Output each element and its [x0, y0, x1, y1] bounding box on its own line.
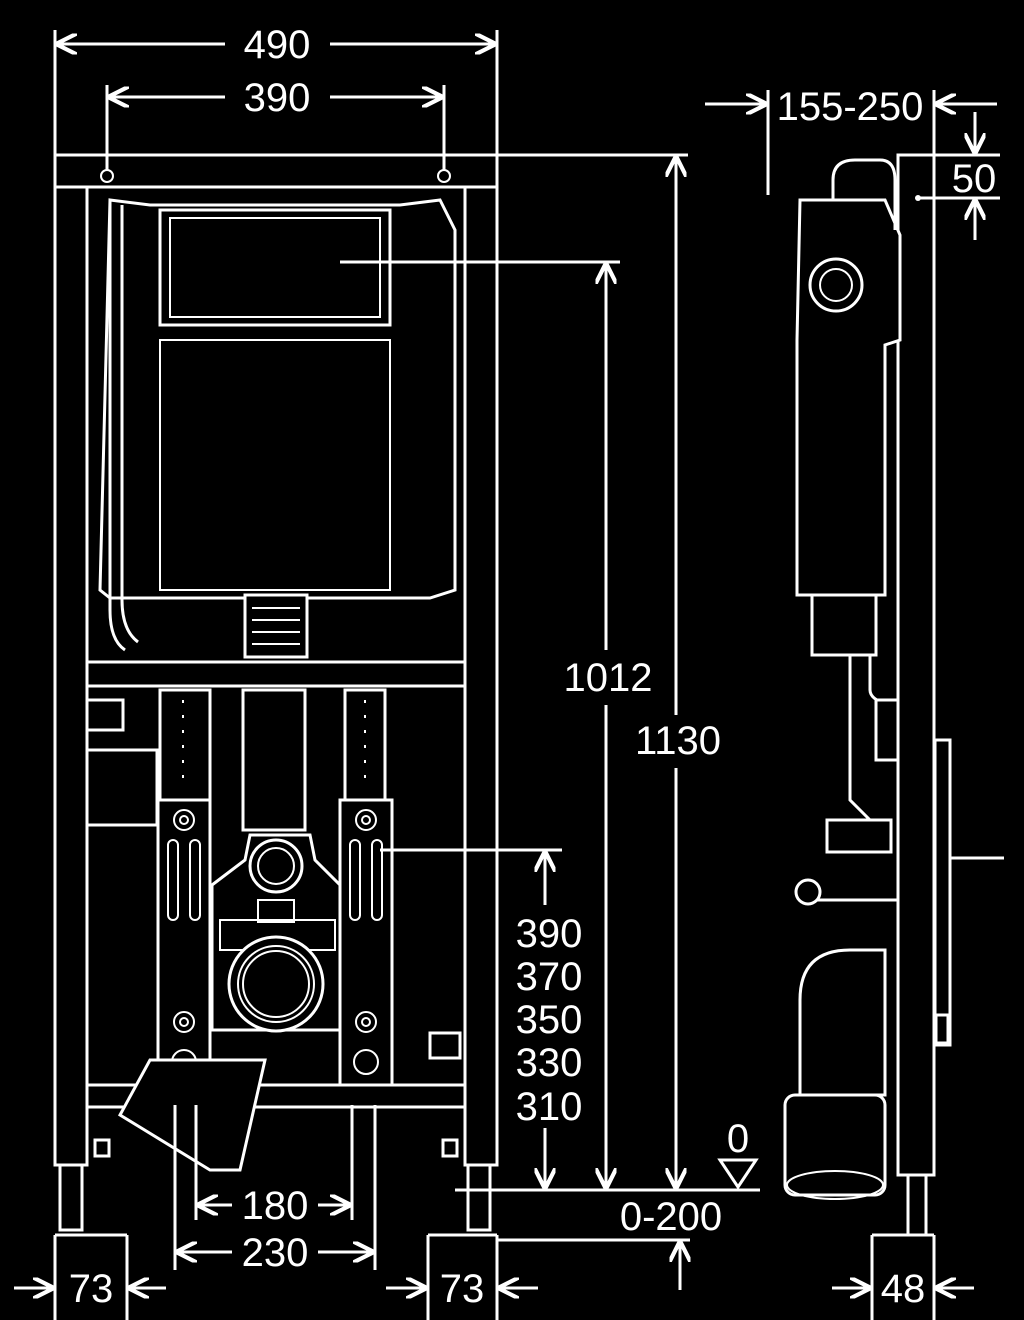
side-drain-bend — [798, 948, 887, 1097]
dim-width-holes: 390 — [244, 76, 311, 120]
dim-foot-right: 73 — [440, 1267, 485, 1311]
side-cistern — [795, 198, 902, 597]
side-upright — [896, 153, 936, 1177]
dim-outlet-350: 350 — [516, 998, 583, 1042]
front-view — [53, 153, 499, 1320]
dim-foot-left: 73 — [69, 1267, 114, 1311]
dimension-lines — [14, 30, 1000, 1290]
dim-width-total: 490 — [244, 23, 311, 67]
dim-foot-side: 48 — [881, 1267, 926, 1311]
dim-depth: 155-250 — [777, 85, 924, 129]
dim-height-total: 1130 — [635, 719, 721, 763]
flush-plate-opening — [158, 208, 392, 327]
dim-height-cistern: 1012 — [564, 656, 653, 700]
flush-rod-plate — [933, 738, 952, 1047]
dim-outlet-330: 330 — [516, 1041, 583, 1085]
top-rail — [53, 153, 499, 189]
dim-leg-adjust: 0-200 — [620, 1195, 722, 1239]
dim-bolt-230: 230 — [242, 1231, 309, 1275]
dim-outlet-370: 370 — [516, 955, 583, 999]
right-upright — [463, 153, 499, 1167]
right-bolt-plate — [338, 798, 394, 1087]
dim-outlet-310: 310 — [516, 1085, 583, 1129]
floor-level-label: 0 — [727, 1117, 749, 1161]
middle-rail — [85, 660, 467, 688]
left-bolt-plate — [156, 798, 212, 1087]
left-upright — [53, 153, 89, 1167]
side-view — [783, 153, 1004, 1320]
dim-bolt-180: 180 — [242, 1184, 309, 1228]
flush-connector — [243, 593, 309, 659]
dim-top-offset: 50 — [952, 157, 997, 201]
dim-outlet-390: 390 — [516, 912, 583, 956]
